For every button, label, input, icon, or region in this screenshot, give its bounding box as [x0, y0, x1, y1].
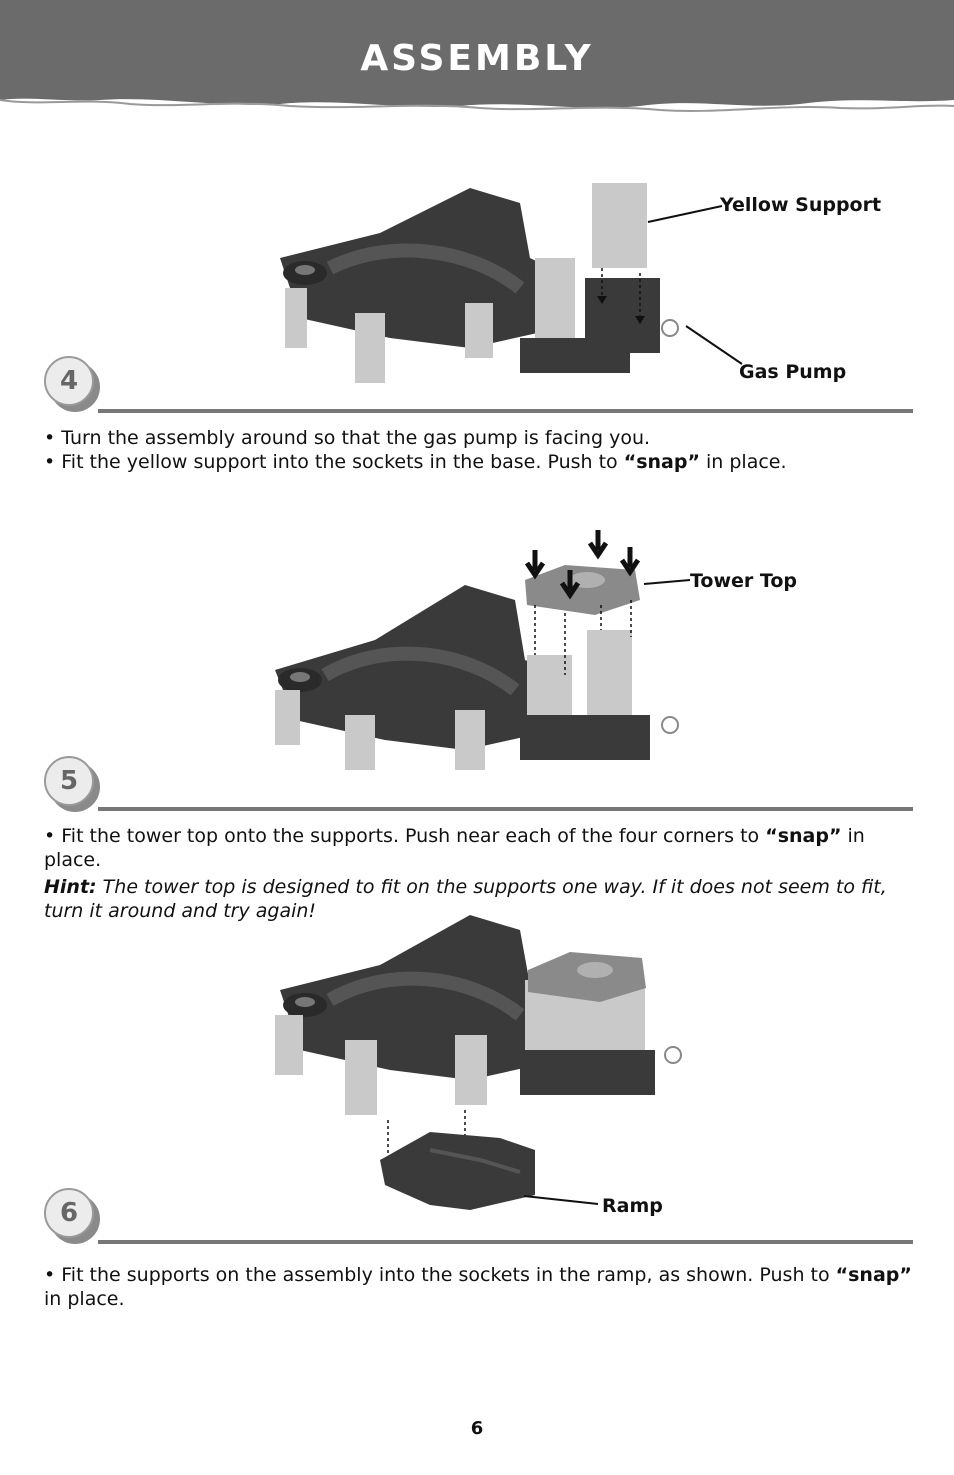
label-gas-pump: Gas Pump [739, 361, 847, 383]
step-divider [98, 409, 913, 413]
leader-yellow-support [647, 205, 723, 223]
instruction-line: • Fit the supports on the assembly into … [44, 1264, 912, 1310]
instruction-line: • Turn the assembly around so that the g… [44, 427, 651, 449]
leader-tower-top [643, 579, 691, 585]
step-number-badge: 5 [44, 756, 100, 812]
hint-text: Hint: The tower top is designed to fit o… [44, 876, 887, 922]
leader-gas-pump [685, 325, 743, 365]
leader-ramp [523, 1195, 599, 1205]
instruction-line: • Fit the tower top onto the supports. P… [44, 825, 865, 871]
step-4-illustration [280, 183, 679, 383]
step-number: 5 [44, 756, 94, 806]
yellow-support-part [592, 183, 647, 268]
step-4-instructions: • Turn the assembly around so that the g… [44, 426, 914, 474]
step-number-badge: 6 [44, 1188, 100, 1244]
header-background [0, 0, 954, 112]
gas-pump-part [585, 278, 660, 353]
step-6-instructions: • Fit the supports on the assembly into … [44, 1263, 914, 1311]
instruction-line: • Fit the yellow support into the socket… [44, 451, 787, 473]
page-number: 6 [470, 1418, 484, 1439]
step-number-badge: 4 [44, 356, 100, 412]
label-ramp: Ramp [602, 1195, 663, 1217]
page-title: ASSEMBLY [360, 38, 594, 79]
tower-top-part [525, 565, 640, 615]
header-banner: ASSEMBLY [0, 0, 954, 118]
label-yellow-support: Yellow Support [720, 194, 882, 216]
step-divider [98, 1240, 913, 1244]
step-5-illustration [275, 530, 679, 770]
ramp-part [380, 1132, 535, 1210]
step-6-illustration [275, 915, 682, 1210]
label-tower-top: Tower Top [690, 570, 798, 592]
step-number: 4 [44, 356, 94, 406]
step-divider [98, 807, 913, 811]
step-number: 6 [44, 1188, 94, 1238]
step-5-instructions: • Fit the tower top onto the supports. P… [44, 824, 914, 923]
